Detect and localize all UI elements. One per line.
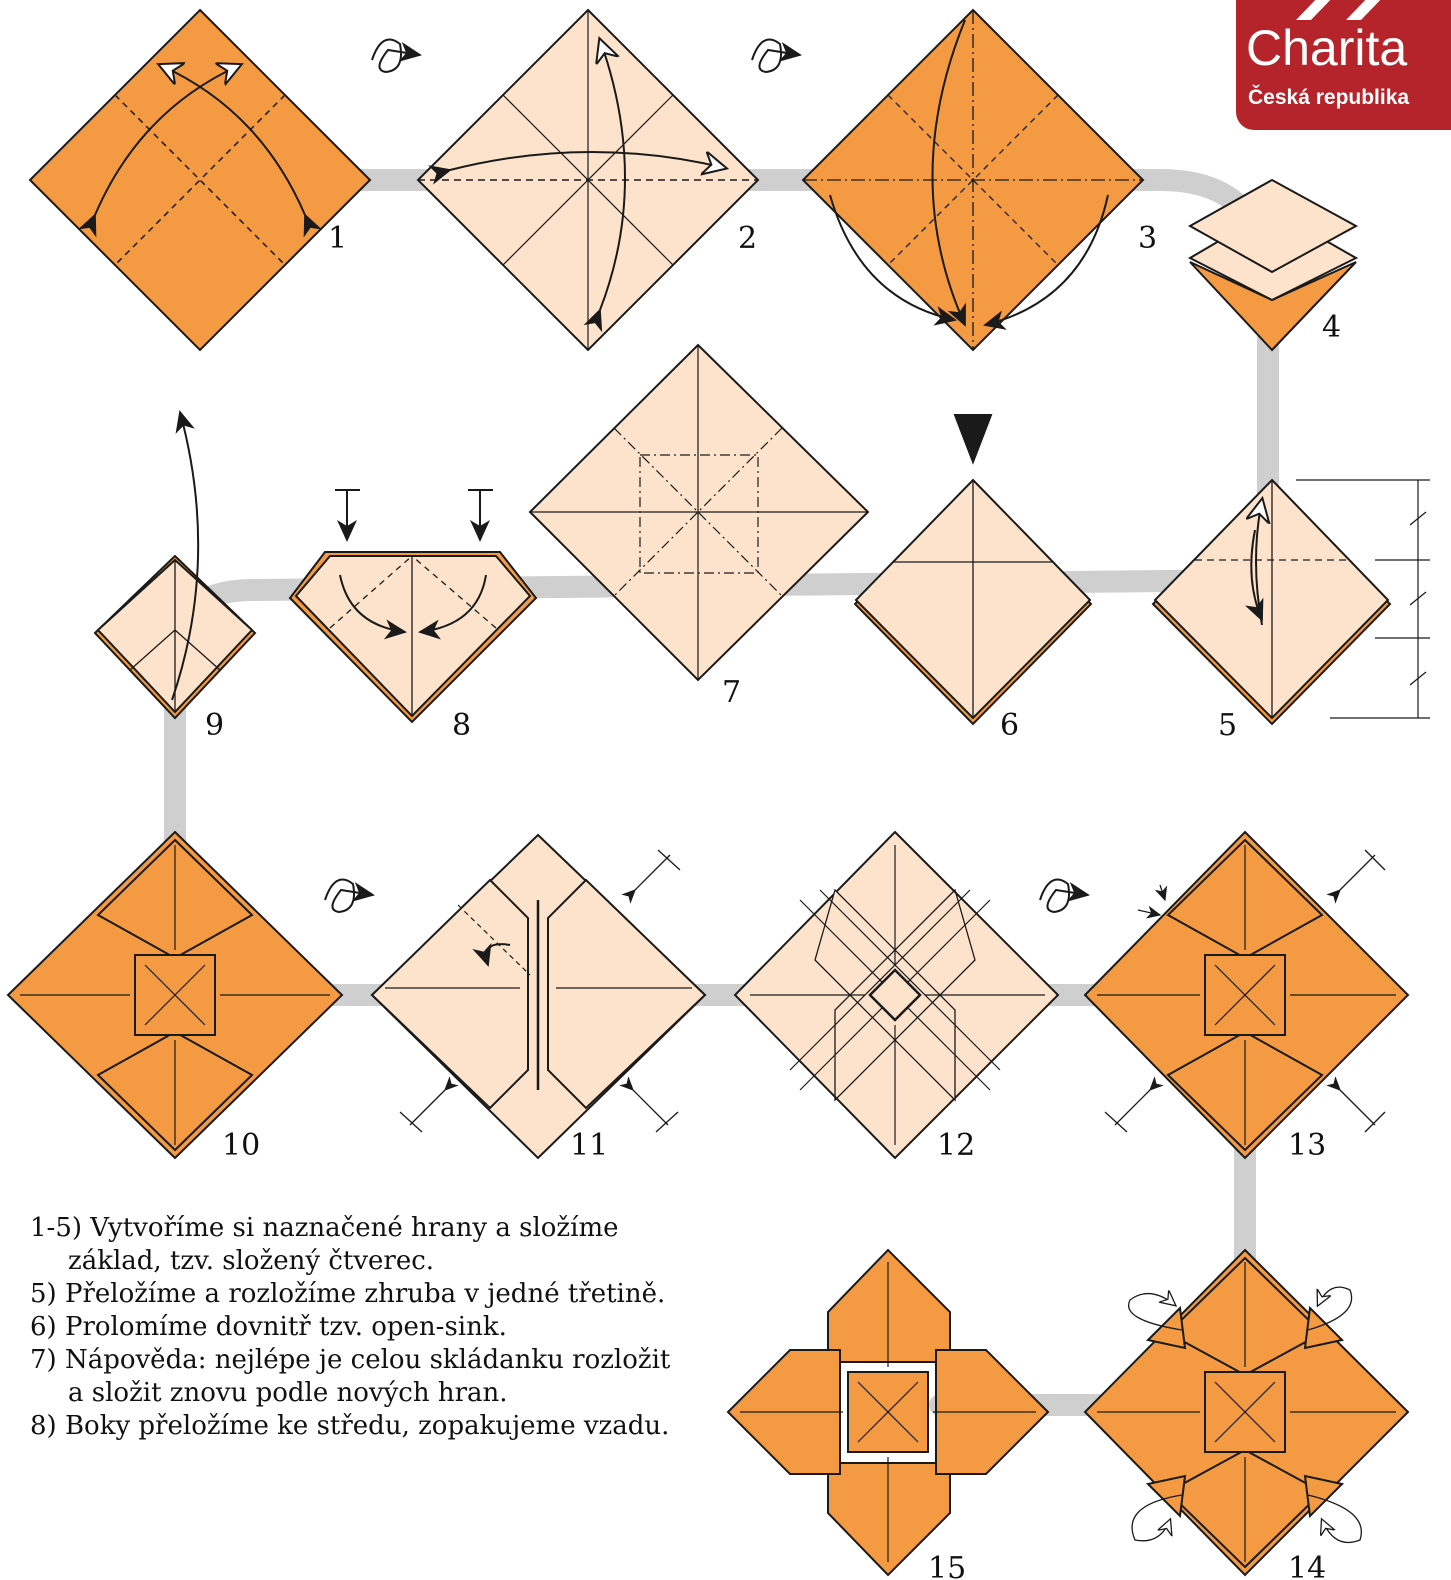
charita-logo: Charita Česká republika bbox=[1236, 0, 1451, 130]
step-11-diagram bbox=[372, 835, 705, 1158]
turn-over-icon bbox=[325, 880, 373, 912]
step-1-diagram bbox=[30, 10, 370, 350]
step-number: 10 bbox=[222, 1128, 260, 1163]
step-number: 15 bbox=[928, 1551, 966, 1580]
step-number: 14 bbox=[1288, 1551, 1326, 1580]
instruction-item: 1-5) Vytvoříme si naznačené hrany a slož… bbox=[30, 1212, 690, 1278]
step-number: 8 bbox=[452, 708, 471, 743]
step-3-diagram bbox=[803, 10, 1143, 350]
step-number: 7 bbox=[722, 675, 741, 710]
step-number: 11 bbox=[570, 1128, 608, 1163]
step-13-diagram bbox=[1085, 832, 1408, 1158]
step-10-diagram bbox=[8, 832, 342, 1158]
logo-name: Charita bbox=[1246, 20, 1407, 76]
step-8-diagram bbox=[290, 490, 536, 722]
turn-over-icon bbox=[1040, 880, 1088, 912]
step-7-diagram bbox=[530, 345, 868, 680]
step-number: 5 bbox=[1218, 708, 1237, 743]
instructions-list: 1-5) Vytvoříme si naznačené hrany a slož… bbox=[30, 1212, 690, 1443]
step-number: 12 bbox=[937, 1128, 975, 1163]
logo-subtitle: Česká republika bbox=[1248, 86, 1409, 110]
step-number: 6 bbox=[1000, 708, 1019, 743]
instruction-item: 7) Nápověda: nejlépe je celou skládanku … bbox=[30, 1344, 690, 1410]
instruction-item: 8) Boky přeložíme ke středu, zopakujeme … bbox=[30, 1410, 690, 1443]
step-number: 1 bbox=[328, 221, 347, 256]
step-number: 2 bbox=[738, 221, 757, 256]
step-number: 3 bbox=[1138, 221, 1157, 256]
step-15-diagram bbox=[728, 1250, 1048, 1575]
turn-over-icon bbox=[752, 40, 800, 72]
sink-arrow-icon bbox=[955, 415, 991, 462]
step-number: 13 bbox=[1288, 1128, 1326, 1163]
step-5-diagram bbox=[1153, 480, 1430, 724]
step-number: 9 bbox=[205, 708, 224, 743]
step-9-diagram bbox=[95, 412, 255, 718]
step-12-diagram bbox=[735, 832, 1058, 1158]
turn-over-icon bbox=[372, 40, 420, 72]
logo-mark-icon bbox=[1276, 0, 1406, 20]
step-number: 4 bbox=[1322, 310, 1341, 345]
step-14-diagram bbox=[1085, 1250, 1408, 1575]
instruction-item: 5) Přeložíme a rozložíme zhruba v jedné … bbox=[30, 1278, 690, 1311]
step-2-diagram bbox=[418, 10, 758, 350]
instruction-item: 6) Prolomíme dovnitř tzv. open-sink. bbox=[30, 1311, 690, 1344]
step-6-diagram bbox=[855, 415, 1091, 724]
